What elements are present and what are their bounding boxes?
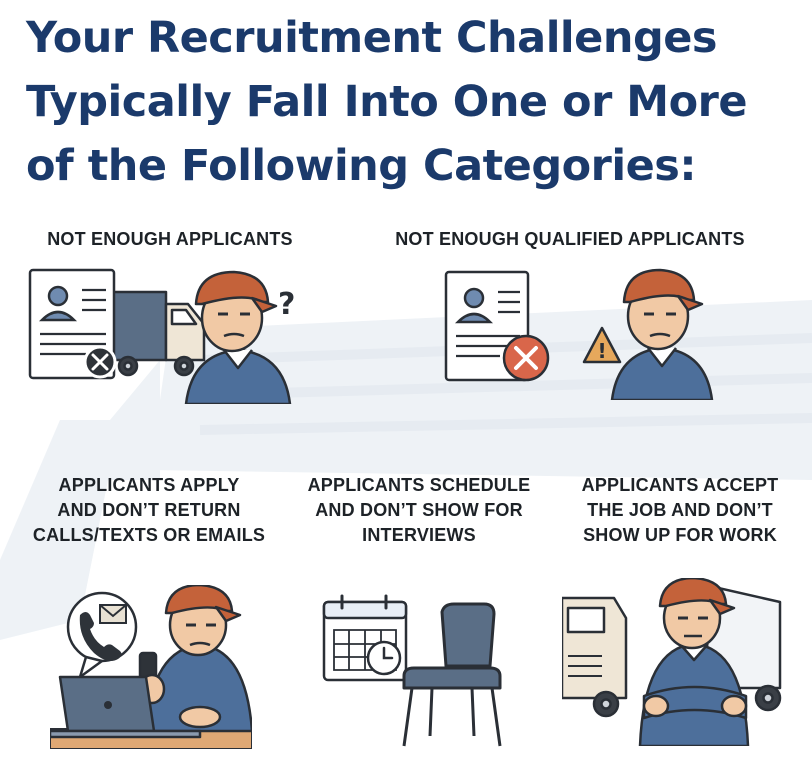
driver-figure <box>610 268 714 400</box>
category-label-dont-show-interviews: APPLICANTS SCHEDULE AND DON’T SHOW FOR I… <box>307 475 531 545</box>
headline: Your Recruitment Challenges Typically Fa… <box>26 6 806 198</box>
illustration-dont-show-work <box>562 578 782 746</box>
illustration-dont-show-interviews <box>322 594 502 747</box>
laptop-icon <box>50 675 202 739</box>
category-label-dont-show-work: APPLICANTS ACCEPT THE JOB AND DON’T SHOW… <box>581 475 779 545</box>
category-label-dont-return-calls: APPLICANTS APPLY AND DON’T RETURN CALLS/… <box>32 475 266 545</box>
category-label-not-enough-qualified: NOT ENOUGH QUALIFIED APPLICANTS <box>395 229 745 249</box>
headline-line-2: Typically Fall Into One or More <box>26 77 747 127</box>
category-label-not-enough-applicants: NOT ENOUGH APPLICANTS <box>47 229 293 249</box>
truck-icon <box>108 290 206 377</box>
envelope-icon <box>66 591 138 679</box>
reject-x-icon <box>83 345 117 379</box>
illustration-dont-return-calls <box>50 585 252 749</box>
driver-figure <box>184 270 292 404</box>
clock-icon <box>366 640 402 676</box>
chair-icon <box>402 602 502 747</box>
illustration-not-enough-applicants: ? <box>28 268 295 404</box>
svg-text:!: ! <box>597 339 606 363</box>
illustration-not-enough-qualified: ! <box>444 268 714 400</box>
driver-figure <box>138 585 252 733</box>
reject-x-icon <box>502 334 550 382</box>
phone-icon <box>79 612 122 661</box>
headline-line-3: of the Following Categories: <box>26 141 697 191</box>
warning-icon: ! <box>582 326 622 364</box>
driver-figure <box>638 578 750 746</box>
headline-line-1: Your Recruitment Challenges <box>26 13 717 63</box>
question-mark: ? <box>278 287 295 322</box>
